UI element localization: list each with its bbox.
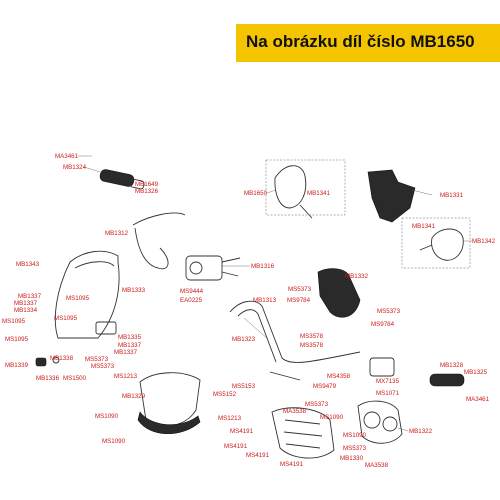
label-mb1333: MB1333	[122, 287, 146, 294]
label-ms4191-d: MS4191	[280, 461, 304, 468]
label-mb1337-c: MB1337	[118, 342, 142, 349]
left-grip-icon	[99, 169, 145, 190]
label-mb1316: MB1316	[251, 263, 275, 270]
label-ma3461: MA3461	[55, 153, 79, 160]
label-ms5373-e: MS5373	[305, 401, 329, 408]
handlebar-icon	[229, 300, 361, 381]
label-ms5153: MS5153	[232, 383, 256, 390]
mirror-right-icon	[401, 217, 471, 269]
label-ms9444: MS9444	[180, 288, 204, 295]
label-ms1071: MS1071	[376, 390, 400, 397]
label-mb1337-a: MB1337	[18, 293, 42, 300]
label-mb1343: MB1343	[16, 261, 40, 268]
label-ms5373-b: MS5373	[91, 363, 115, 370]
label-ea0225: EA0225	[180, 297, 203, 304]
label-ms9479: MS9479	[313, 383, 337, 390]
label-ms1095-b: MS1095	[66, 295, 90, 302]
label-mb1322: MB1322	[409, 428, 433, 435]
label-ms9784-a: MS9784	[287, 297, 311, 304]
label-mb1341-a: MB1341	[307, 190, 331, 197]
label-mb1324: MB1324	[63, 164, 87, 171]
label-ms5152: MS5152	[213, 391, 237, 398]
label-mb1650: MB1650	[244, 190, 268, 197]
label-ms1090-c: MS1090	[320, 414, 344, 421]
label-mb1341-b: MB1341	[412, 223, 436, 230]
label-ms1213-a: MS1213	[114, 373, 138, 380]
mirror-bracket-icon	[35, 321, 117, 367]
screen-icon	[137, 372, 201, 434]
label-ms4191-b: MS4191	[224, 443, 248, 450]
cable-icon	[132, 212, 186, 270]
label-ms1095-a: MS1095	[2, 318, 26, 325]
label-mb1326: MB1326	[135, 188, 159, 195]
label-mb1323: MB1323	[232, 336, 256, 343]
part-labels: MA3461 MB1324 MB1649 MB1326 MB1312 MB134…	[2, 153, 496, 469]
label-ms1090-b: MS1090	[102, 438, 126, 445]
label-mb1339: MB1339	[5, 362, 29, 369]
label-ms1095-c: MS1095	[54, 315, 78, 322]
label-ms1500: MS1500	[63, 375, 87, 382]
label-mb1334: MB1334	[14, 307, 38, 314]
label-mb1331: MB1331	[440, 192, 464, 199]
label-mb1342: MB1342	[472, 238, 496, 245]
label-ms5373-d: MS5373	[377, 308, 401, 315]
label-ms3578-a: MS3578	[300, 333, 324, 340]
meter-icon	[357, 400, 403, 444]
label-ms5373-a: MS5373	[85, 356, 109, 363]
leader-lines	[78, 155, 472, 432]
title-banner: Na obrázku díl číslo MB1650	[236, 24, 500, 62]
label-ms1090-d: MS1090	[343, 432, 367, 439]
label-mb1338: MB1338	[50, 355, 74, 362]
lower-cover-icon	[271, 407, 335, 459]
upper-cover-icon	[317, 268, 361, 318]
windshield-icon	[54, 250, 120, 339]
label-mb1336: MB1336	[36, 375, 60, 382]
label-mb1328: MB1328	[440, 362, 464, 369]
label-mb1325: MB1325	[464, 369, 488, 376]
label-mb1337-b: MB1337	[14, 300, 38, 307]
label-mb1335: MB1335	[118, 334, 142, 341]
label-ms4191-c: MS4191	[246, 452, 270, 459]
label-ms1090-a: MS1090	[95, 413, 119, 420]
label-mb1649: MB1649	[135, 181, 159, 188]
label-mb1313: MB1313	[253, 297, 277, 304]
lock-module-icon	[185, 255, 241, 281]
inner-fairing-icon	[367, 169, 416, 223]
label-mb1332: MB1332	[345, 273, 369, 280]
label-mb1329: MB1329	[122, 393, 146, 400]
label-ms9784-b: MS9784	[371, 321, 395, 328]
title-text: Na obrázku díl číslo MB1650	[246, 32, 475, 51]
label-mb1330: MB1330	[340, 455, 364, 462]
label-mx7135: MX7135	[376, 378, 400, 385]
switch-icon	[369, 357, 465, 387]
label-mb1312: MB1312	[105, 230, 129, 237]
label-ma3538-a: MA3538	[283, 408, 307, 415]
label-ma3538-b: MA3538	[365, 462, 389, 469]
label-ms1213-b: MS1213	[218, 415, 242, 422]
label-ms1095-d: MS1095	[5, 336, 29, 343]
label-ma3461-b: MA3461	[466, 396, 490, 403]
label-ms4358: MS4358	[327, 373, 351, 380]
label-ms5373-f: MS5373	[343, 445, 367, 452]
label-ms3578-b: MS3578	[300, 342, 324, 349]
label-mb1337-d: MB1337	[114, 349, 138, 356]
label-ms4191-a: MS4191	[230, 428, 254, 435]
label-ms5373-c: MS5373	[288, 286, 312, 293]
mirror-icon	[265, 159, 346, 219]
